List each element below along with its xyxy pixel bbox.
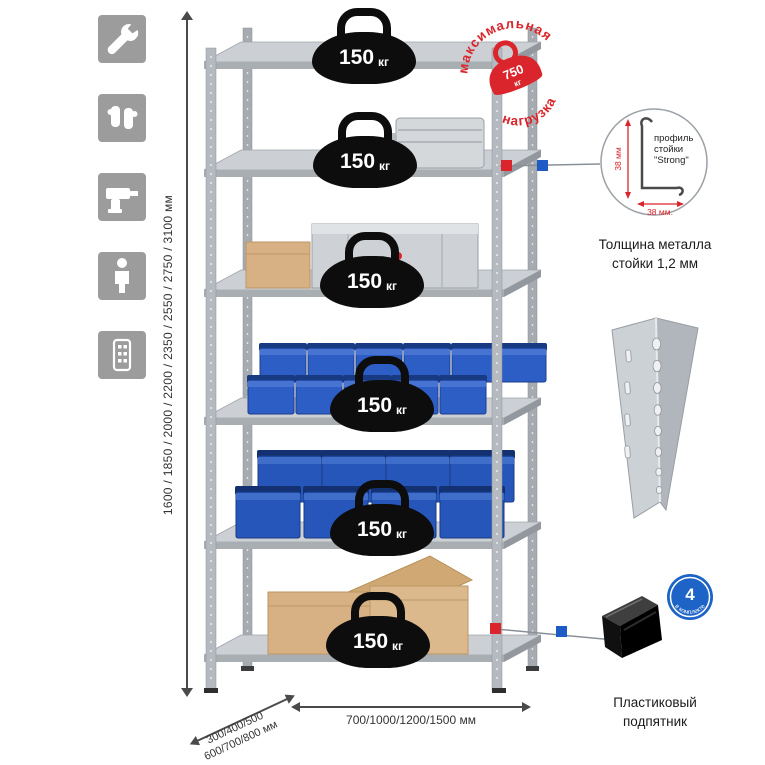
weight-handle-icon — [338, 112, 392, 140]
foot-callout-line — [490, 623, 615, 641]
profile-dim-horizontal: 38 мм. — [647, 207, 673, 217]
red-marker-square — [501, 160, 512, 171]
profile-dim-vertical: 38 мм — [613, 147, 623, 171]
kit-count-badge: 4 в комплекте — [667, 574, 713, 620]
post-perforations — [624, 337, 663, 494]
profile-label-line3: "Strong" — [654, 155, 689, 166]
profile-cross-section — [640, 117, 684, 197]
post-profile-detail: 38 мм 38 мм. профиль стойки "Strong" — [600, 108, 708, 217]
profile-caption: Толщина металла стойки 1,2 мм — [575, 236, 735, 274]
weight-handle-icon — [351, 592, 405, 620]
height-dimension-line — [181, 11, 193, 697]
max-load-stamp: максимальная нагрузка 750 кг — [442, 0, 564, 138]
profile-label-line1: профиль — [654, 133, 693, 144]
arrow-left-icon — [291, 702, 300, 712]
svg-text:нагрузка: нагрузка — [496, 91, 564, 138]
foot-caption-line2: подпятник — [622, 713, 688, 729]
foot-caption-line1: Пластиковый — [613, 695, 697, 710]
profile-caption-line2: стойки 1,2 мм — [611, 255, 699, 271]
profile-label-line2: стойки — [654, 144, 683, 155]
arrow-down-icon — [181, 688, 193, 697]
width-dimension-label: 700/1000/1200/1500 мм — [346, 713, 476, 727]
wrench-icon — [98, 15, 146, 63]
arrow-right-icon — [522, 702, 531, 712]
rack-post-front-right — [491, 47, 503, 691]
rack-post-back-left — [242, 27, 253, 669]
profile-label: профиль стойки "Strong" — [654, 133, 693, 166]
stamp-weight-icon: 750 кг — [489, 40, 543, 95]
perforated-post-icon — [98, 331, 146, 379]
carton-box-small — [245, 241, 311, 289]
feature-icons — [98, 15, 146, 410]
arrow-up-icon — [181, 11, 193, 20]
plastic-foot — [602, 596, 662, 658]
red-marker-square — [490, 623, 501, 634]
drill-icon — [98, 173, 146, 221]
profile-callout-line — [499, 160, 601, 171]
stamp-bottom-text: нагрузка — [496, 91, 564, 138]
rack-post-front-left — [205, 47, 217, 691]
weight-handle-icon — [355, 480, 409, 508]
stamp-unit: кг — [513, 77, 524, 88]
foot-caption: Пластиковый подпятник — [575, 694, 735, 732]
person-icon — [98, 252, 146, 300]
profile-caption-line1: Толщина металла — [598, 237, 712, 252]
weight-handle-icon — [355, 356, 409, 384]
blue-marker-square — [556, 626, 567, 637]
angle-post-detail — [611, 317, 699, 519]
weight-handle-icon — [345, 232, 399, 260]
badge-number: 4 — [685, 585, 695, 604]
blue-marker-square — [537, 160, 548, 171]
gloves-icon — [98, 94, 146, 142]
weight-handle-icon — [337, 8, 391, 36]
horizontal-dimension-arrow: 38 мм. — [637, 201, 684, 217]
vertical-dimension-arrow: 38 мм — [613, 119, 631, 199]
width-dimension-line — [291, 702, 531, 712]
plastic-foot-detail: 4 в комплекте — [602, 574, 713, 658]
